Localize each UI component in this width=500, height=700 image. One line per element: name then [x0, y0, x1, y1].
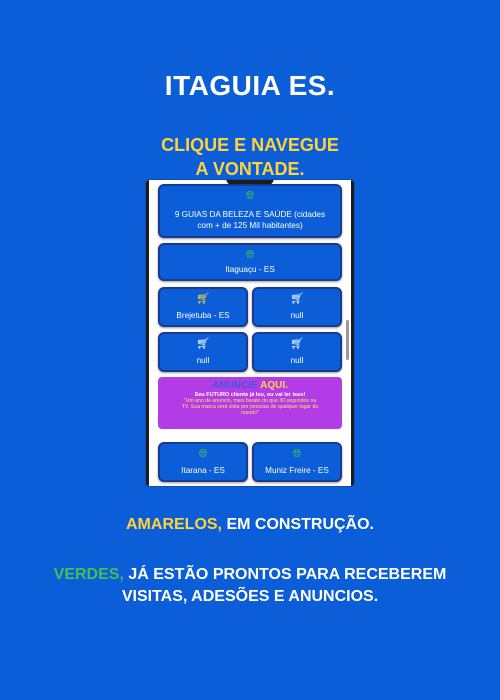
- card-muniz-freire[interactable]: 🌐︎ Muniz Freire - ES: [252, 442, 342, 482]
- globe-icon: 🌐︎: [292, 448, 302, 460]
- ad-banner[interactable]: ANUNCIE AQUI. Seu FUTURO cliente já leu,…: [158, 377, 342, 429]
- page-subtitle: CLIQUE E NAVEGUE A VONTADE.: [0, 133, 500, 181]
- card-label: null: [290, 311, 304, 320]
- subtitle-line-1: CLIQUE E NAVEGUE: [161, 135, 339, 155]
- globe-icon: 🌐︎: [245, 249, 255, 261]
- cart-icon: 🛒︎: [290, 293, 304, 305]
- ad-line-2: "Um ano de anuncio, mais barato do que 3…: [181, 398, 319, 417]
- card-label-line-2: com + de 125 Mil habitantes): [197, 221, 303, 230]
- subtitle-line-2: A VONTADE.: [195, 159, 305, 179]
- card-label: null: [196, 356, 210, 365]
- phone-bezel-right: [351, 180, 354, 486]
- legend-yellow: AMARELOS, EM CONSTRUÇÃO.: [0, 516, 500, 534]
- card-null-1[interactable]: 🛒︎ null: [252, 287, 342, 327]
- ad-headline-anuncie: ANUNCIE: [212, 380, 258, 391]
- phone-screenshot: 🌐︎ 9 GUIAS DA BELEZA E SAÚDE (cidades co…: [146, 180, 354, 486]
- card-label: Brejetuba - ES: [176, 311, 230, 320]
- card-null-3[interactable]: 🛒︎ null: [252, 332, 342, 372]
- legend-yellow-text: EM CONSTRUÇÃO.: [222, 516, 374, 533]
- legend-green-word: VERDES,: [53, 566, 124, 583]
- legend-yellow-word: AMARELOS,: [126, 516, 222, 533]
- ad-headline-aqui: AQUI.: [257, 380, 288, 391]
- globe-icon: 🌐︎: [245, 190, 255, 202]
- page-title: ITAGUIA ES.: [164, 70, 336, 101]
- card-null-2[interactable]: 🛒︎ null: [158, 332, 248, 372]
- card-label: Itaguaçu - ES: [225, 265, 275, 274]
- card-brejetuba[interactable]: 🛒︎ Brejetuba - ES: [158, 287, 248, 327]
- cart-icon: 🛒︎: [196, 338, 210, 350]
- cart-icon: 🛒︎: [196, 293, 210, 305]
- card-guias-beleza-saude[interactable]: 🌐︎ 9 GUIAS DA BELEZA E SAÚDE (cidades co…: [158, 184, 342, 238]
- legend-green: VERDES, JÁ ESTÃO PRONTOS PARA RECEBEREM …: [0, 564, 500, 608]
- phone-bezel-left: [146, 180, 149, 486]
- card-label: Muniz Freire - ES: [265, 466, 329, 475]
- scrollbar[interactable]: [346, 320, 349, 360]
- card-itarana[interactable]: 🌐︎ Itarana - ES: [158, 442, 248, 482]
- card-label: Itarana - ES: [181, 466, 225, 475]
- card-label-line-1: 9 GUIAS DA BELEZA E SAÚDE (cidades: [174, 210, 326, 219]
- card-itaguacu[interactable]: 🌐︎ Itaguaçu - ES: [158, 243, 342, 281]
- phone-notch: [226, 180, 274, 186]
- legend-green-text: JÁ ESTÃO PRONTOS PARA RECEBEREM: [123, 566, 447, 583]
- ad-headline: ANUNCIE AQUI.: [158, 380, 342, 391]
- globe-icon: 🌐︎: [198, 448, 208, 460]
- cart-icon: 🛒︎: [290, 338, 304, 350]
- ad-line-1: Seu FUTURO cliente já leu, ou vai ler is…: [194, 392, 306, 398]
- card-label: null: [290, 356, 304, 365]
- legend-green-line-2: VISITAS, ADESÕES E ANUNCIOS.: [121, 588, 379, 605]
